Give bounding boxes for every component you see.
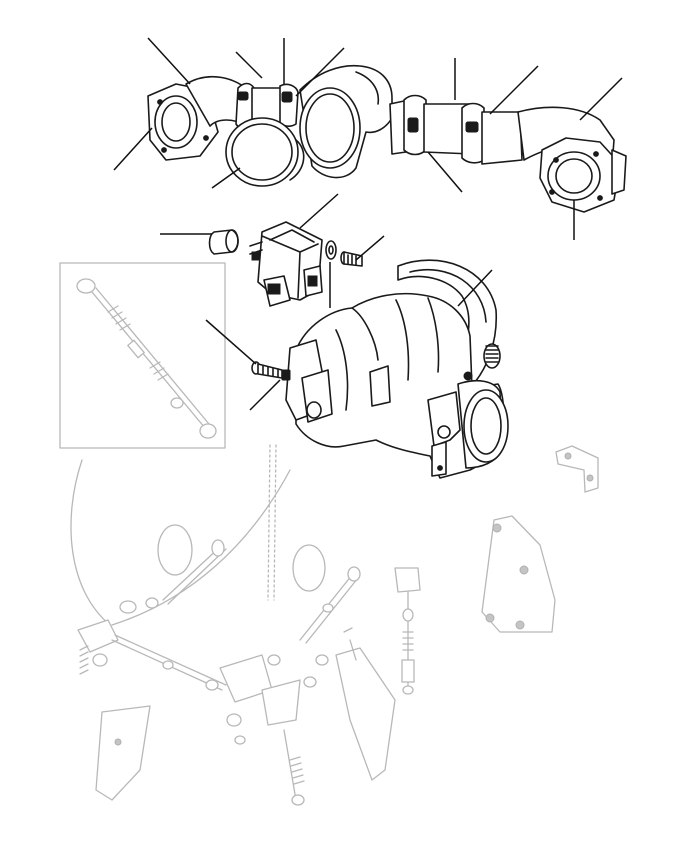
hose-sleeve <box>225 117 299 187</box>
throttle-housing <box>251 259 509 479</box>
inset-rod-assembly <box>76 278 217 439</box>
leader-line-2 <box>235 51 263 79</box>
leader-line-9 <box>579 77 623 121</box>
leader-line-10 <box>427 151 463 193</box>
left-lever-cluster <box>77 539 273 801</box>
leader-line-17 <box>205 319 257 365</box>
leader-line-13 <box>299 193 339 229</box>
center-lever-cluster <box>226 566 396 806</box>
washer <box>325 240 337 260</box>
throttle-position-sensor <box>249 221 323 307</box>
faded-linkage-assembly <box>59 262 599 806</box>
screw <box>340 251 363 267</box>
small-angle-bracket <box>555 445 599 493</box>
adjusting-screw <box>251 361 291 381</box>
inset-detail-box <box>59 262 226 449</box>
linkage-disc-center <box>292 544 326 592</box>
leader-line-5 <box>113 127 153 171</box>
leader-line-8 <box>489 65 539 115</box>
leader-line-4 <box>295 47 345 97</box>
right-bracket-plate <box>481 515 556 633</box>
small-parts <box>208 221 363 307</box>
linkage-disc-left <box>157 524 193 576</box>
center-pipe-mouth <box>299 87 361 169</box>
leader-line-18 <box>249 379 281 411</box>
leader-line-14 <box>355 235 385 261</box>
right-hose-clamp-2 <box>461 102 485 164</box>
intake-hose-assembly <box>147 64 627 213</box>
right-link-rod <box>394 567 421 695</box>
cable-arc <box>70 459 291 626</box>
leader-line-16 <box>457 269 493 307</box>
leader-line-6 <box>211 167 241 189</box>
bush <box>208 229 239 255</box>
spring-gear <box>483 343 501 369</box>
leader-line-1 <box>147 37 191 85</box>
callout-leaders <box>113 37 623 411</box>
